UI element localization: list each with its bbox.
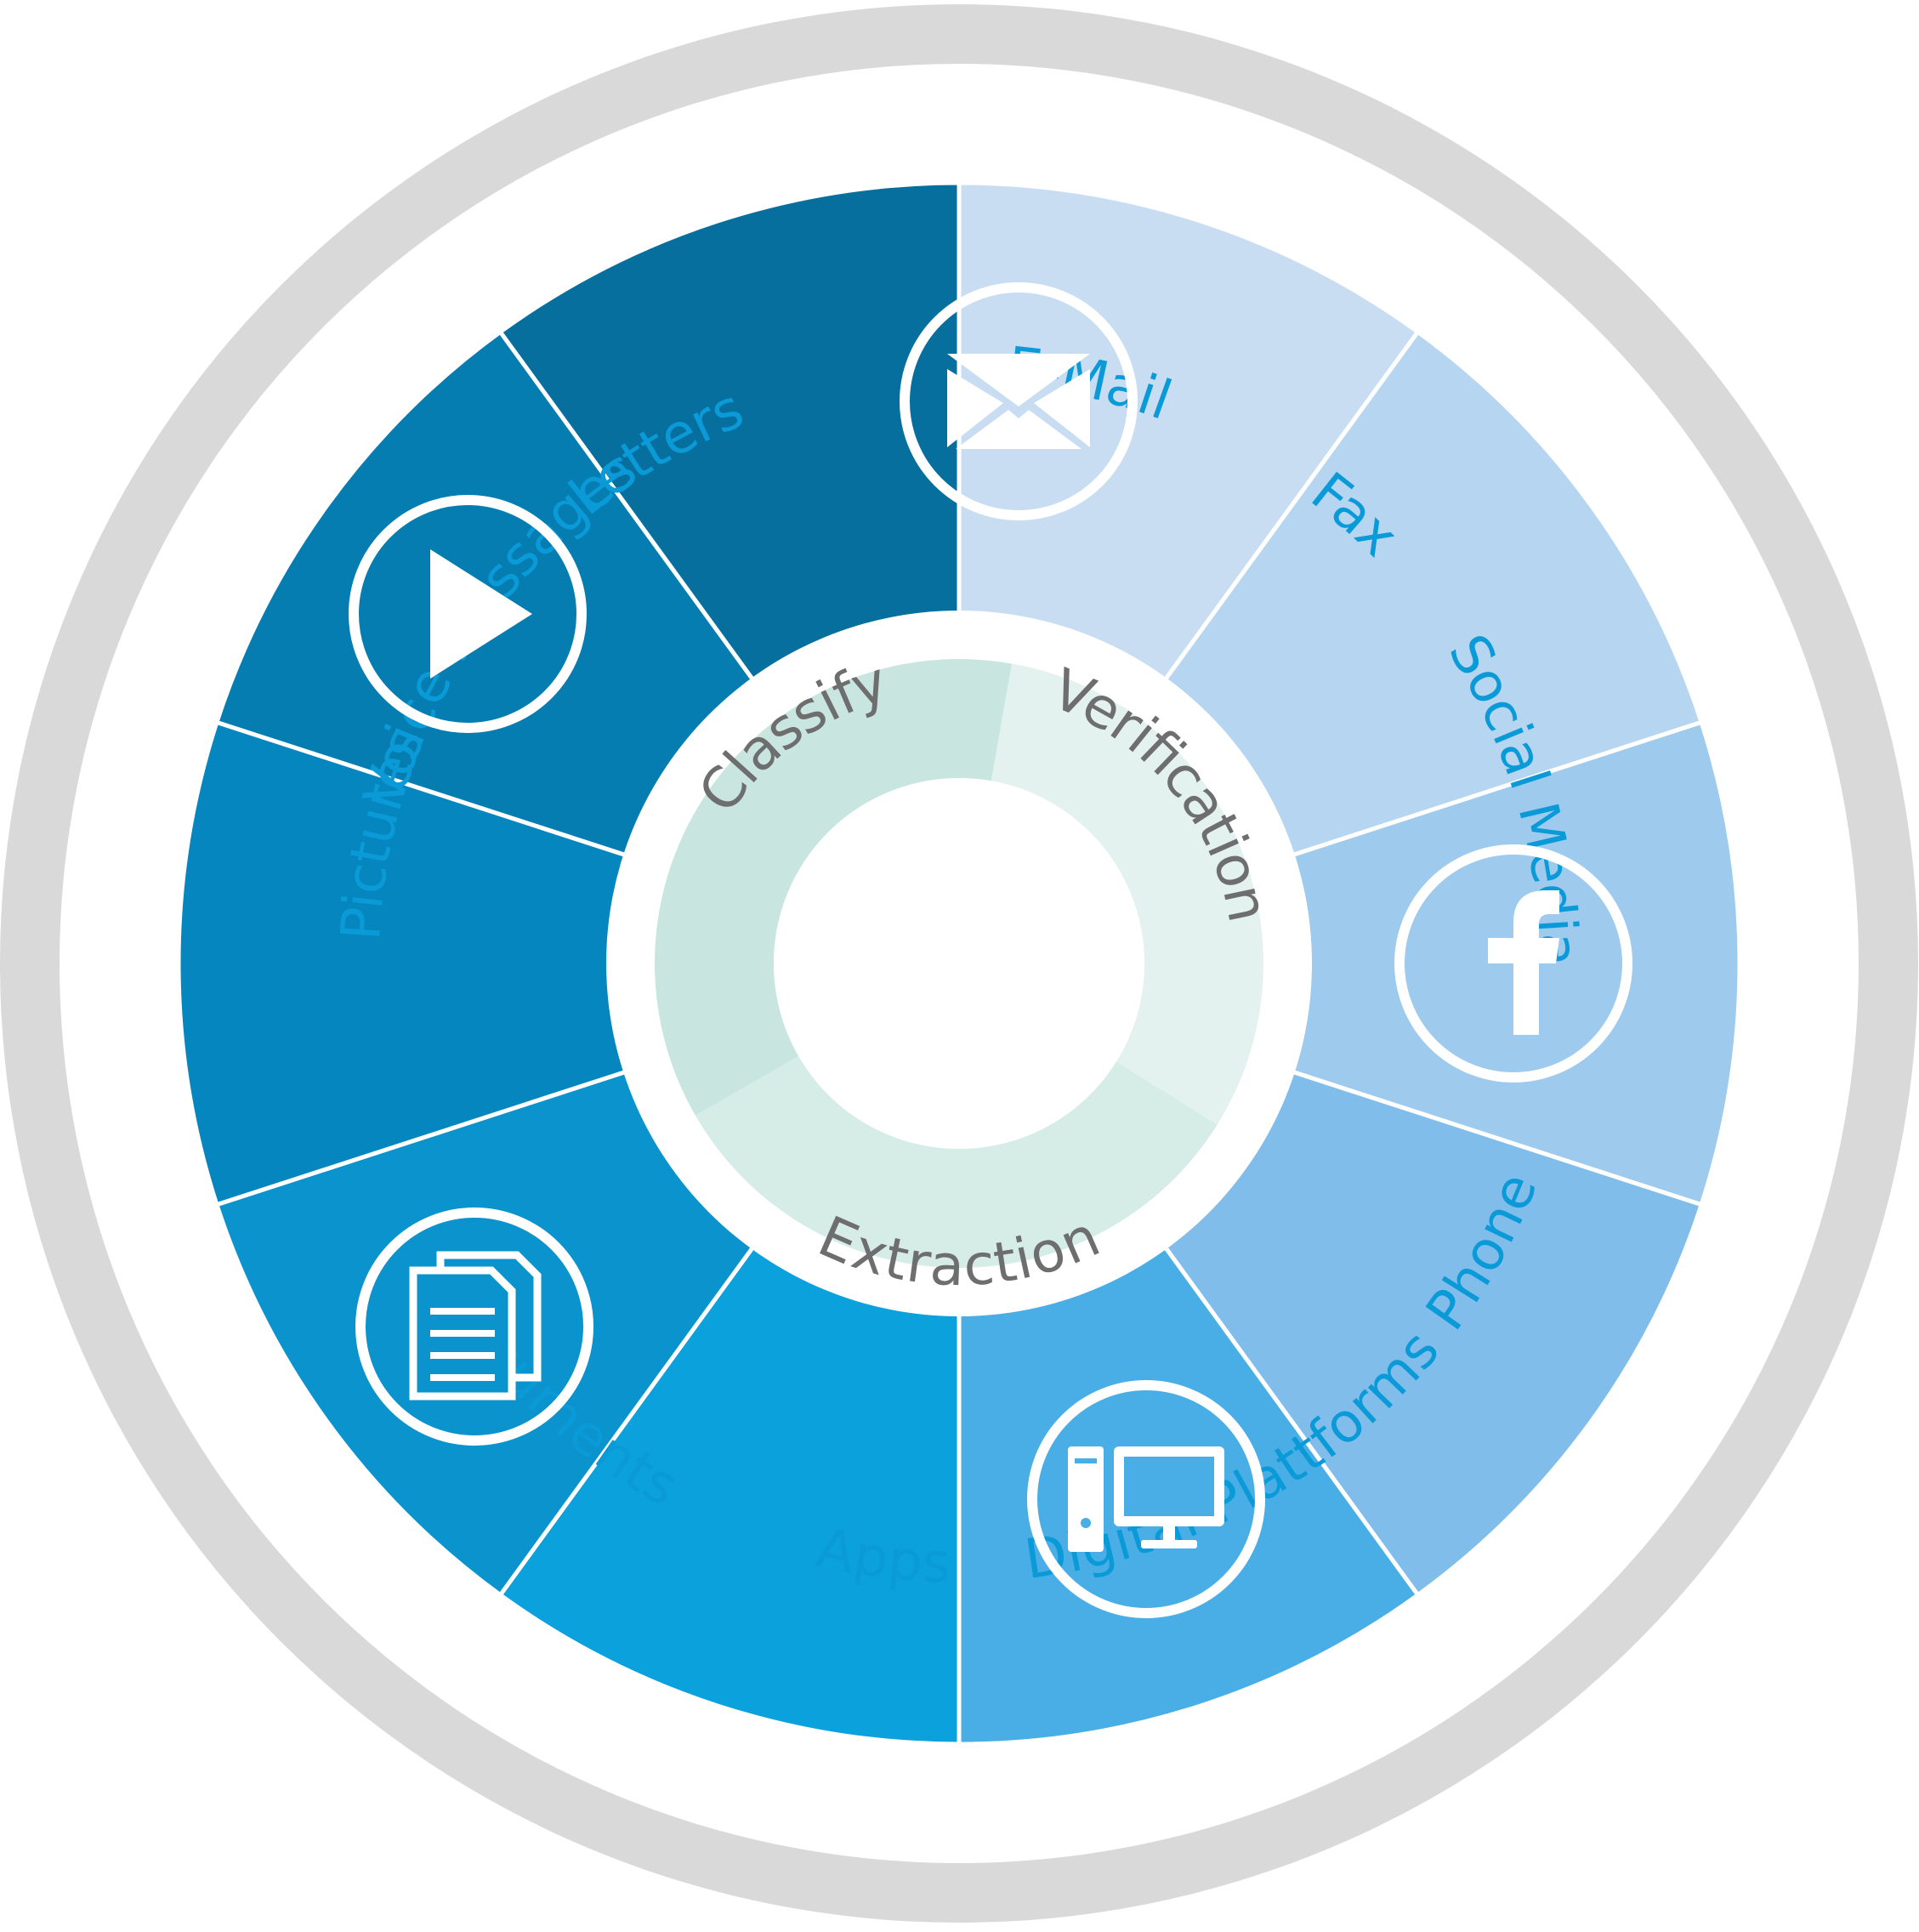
envelope-icon (900, 282, 1138, 520)
computer-icon (1027, 1380, 1265, 1618)
segment-pictures (176, 719, 967, 1208)
center-hole (774, 778, 1144, 1149)
cycle-segment-verification (991, 663, 1263, 1125)
segment-social-media (951, 719, 1742, 1208)
documents-icon (355, 1208, 593, 1446)
facebook-icon (1394, 844, 1632, 1082)
cycle-segment-classify (655, 659, 1013, 1116)
process-cycle (655, 659, 1263, 1269)
channel-icons (349, 282, 1632, 1618)
play-icon (349, 495, 587, 733)
cycle-segment-extraction (695, 1056, 1218, 1269)
